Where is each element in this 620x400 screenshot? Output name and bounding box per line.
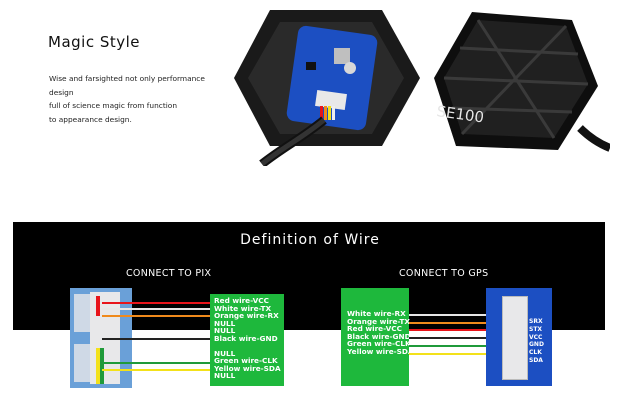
gps-pin-label: GND (529, 341, 544, 349)
pix-wire-label: NULL (214, 371, 236, 380)
wire-yellow (102, 369, 210, 371)
wire-white (102, 308, 210, 310)
gps-wire-red (409, 329, 509, 331)
gps-pin-label: STX (529, 325, 543, 333)
connect-gps-heading: CONNECT TO GPS (399, 268, 489, 279)
pix-wire-label: Black wire-GND (214, 333, 278, 343)
description-line: to appearance design. (49, 114, 132, 124)
gps-pin-labels: SRX STX VCC GND CLK SDA (529, 318, 544, 365)
gps-wire-label: Orange wire-TX (347, 316, 410, 326)
gps-wire-white (409, 314, 509, 316)
pix-wire-label: NULL (214, 318, 236, 328)
gps-wire-green (409, 345, 509, 347)
gps-wire-label: Green wire-CLK (347, 339, 411, 348)
pix-wire-labels: Red wire-VCC White wire-TX Orange wire-R… (210, 294, 284, 386)
gps-wire-yellow (409, 353, 509, 355)
gps-wire-orange (409, 322, 509, 324)
gps-wire-labels: White wire-RX Orange wire-TX Red wire-VC… (341, 288, 414, 386)
description-line: Wise and farsighted not only performance… (49, 74, 205, 97)
wire-black (102, 338, 210, 340)
gps-module-open-image (234, 10, 420, 166)
gps-pin-label: CLK (529, 349, 542, 357)
connect-pix-heading: CONNECT TO PIX (126, 268, 212, 279)
gps-pin-label: SRX (529, 318, 543, 325)
gps-wire-label: Black wire-GND (347, 331, 411, 341)
pix-wire-label: Orange wire-RX (214, 311, 279, 320)
pix-connector-image (70, 288, 132, 388)
pix-wire-label: White wire-TX (214, 303, 272, 313)
pix-wire-label: Red wire-VCC (214, 296, 269, 305)
gps-pin-label: SDA (529, 356, 543, 364)
wire-green (102, 362, 210, 364)
section-title: Magic Style (48, 33, 141, 51)
gps-wire-label: Red wire-VCC (347, 324, 402, 333)
gps-connector-image (502, 296, 528, 380)
section-description: Wise and farsighted not only performance… (49, 72, 224, 126)
wire-red (102, 302, 210, 304)
pix-wire-label: Yellow wire-SDA (214, 363, 281, 373)
wire-definition-title: Definition of Wire (240, 232, 380, 248)
wire-orange (102, 315, 210, 317)
pix-wire-label: NULL (214, 326, 236, 335)
gps-pin-label: VCC (529, 333, 543, 341)
gps-wire-label: Yellow wire-SDA (347, 346, 414, 356)
gps-wire-label: White wire-RX (347, 309, 406, 318)
description-line: full of science magic from function (49, 101, 177, 110)
gps-module-case-image: SE100 (434, 12, 610, 152)
pix-wire-label: NULL (214, 348, 236, 358)
pix-wire-label: Green wire-CLK (214, 356, 278, 365)
gps-wire-black (409, 337, 509, 339)
